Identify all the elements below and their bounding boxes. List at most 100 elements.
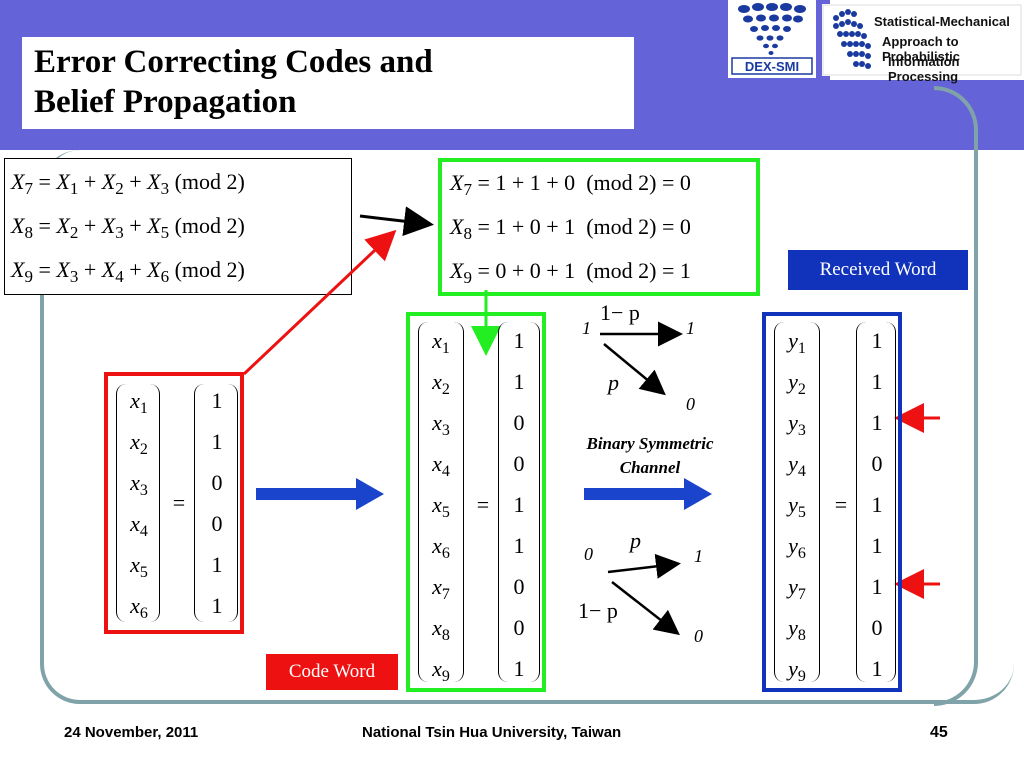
- received-var-2: y2: [788, 369, 806, 398]
- bsc-top-flip-prob: p: [608, 370, 619, 395]
- bsc-bot-keep-arrow: [611, 581, 680, 636]
- code-word-label: Code Word: [266, 654, 398, 690]
- bsc-bottom-output-1: 1: [694, 546, 703, 566]
- bsc-bot-flip-arrow: [607, 553, 681, 579]
- source-var-5: x5: [130, 552, 148, 581]
- code-val-6: 1: [513, 533, 525, 558]
- blue-arrow-left: [256, 478, 384, 510]
- received-var-7: y7: [788, 574, 806, 603]
- footer-date: 24 November, 2011: [64, 724, 199, 741]
- code-right-paren-open: [498, 322, 508, 682]
- code-vector-box: = x1 x2 x3 x4 x5 x6 x7 x8 x9 1 1 0 0 1 1…: [406, 312, 546, 692]
- bsc-top-keep-prob: 1− p: [600, 300, 640, 325]
- received-val-9: 1: [871, 656, 883, 681]
- parity-eq-1: X7 = X1 + X2 + X3 (mod 2): [11, 169, 245, 198]
- red-diagonal-arrow: [242, 229, 397, 376]
- parity-value-3: X9 = 0 + 0 + 1 (mod 2) = 1: [450, 258, 691, 287]
- received-val-2: 1: [871, 369, 883, 394]
- source-val-2: 1: [211, 429, 223, 454]
- received-vector-box: = y1 y2 y3 y4 y5 y6 y7 y8 y9 1 1 1 0 1 1…: [762, 312, 902, 692]
- smapip-logo-line-1: Statistical-Mechanical: [874, 14, 1010, 29]
- source-right-paren-open: [194, 384, 204, 622]
- received-val-4: 0: [871, 451, 883, 476]
- received-right-paren-close: [886, 322, 896, 682]
- smapip-logo-line-3: Information Processing: [888, 54, 960, 84]
- smapip-logo-icon: [822, 4, 1022, 76]
- received-var-8: y8: [788, 615, 806, 644]
- received-left-paren-close: [810, 322, 820, 682]
- received-right-paren-open: [856, 322, 866, 682]
- bsc-bottom-keep-prob: 1− p: [578, 598, 618, 623]
- footer-university: National Tsin Hua University, Taiwan: [362, 724, 622, 741]
- code-val-5: 1: [513, 492, 525, 517]
- parity-equations-box: X7 = X1 + X2 + X3 (mod 2) X8 = X2 + X3 +…: [4, 158, 352, 295]
- title-line-2: Belief Propagation: [34, 84, 297, 120]
- smapip-logo: Statistical-Mechanical Approach to Proba…: [822, 4, 1022, 84]
- blue-arrow-right: [584, 478, 712, 510]
- slide-title: Error Correcting Codes and Belief Propag…: [34, 42, 624, 122]
- received-val-6: 1: [871, 533, 883, 558]
- code-var-1: x1: [432, 328, 450, 357]
- code-left-paren-close: [454, 322, 464, 682]
- code-var-4: x4: [432, 451, 450, 480]
- source-var-6: x6: [130, 593, 148, 622]
- bsc-top-input: 1: [582, 318, 591, 338]
- code-var-9: x9: [432, 656, 450, 685]
- source-val-3: 0: [211, 470, 223, 495]
- received-var-3: y3: [788, 410, 806, 439]
- received-var-4: y4: [788, 451, 806, 480]
- code-var-6: x6: [432, 533, 450, 562]
- footer-page-number: 45: [930, 724, 948, 741]
- source-val-4: 0: [211, 511, 223, 536]
- source-var-2: x2: [130, 429, 148, 458]
- code-var-3: x3: [432, 410, 450, 439]
- source-val-6: 1: [211, 593, 223, 618]
- code-var-2: x2: [432, 369, 450, 398]
- code-right-paren-close: [530, 322, 540, 682]
- parity-value-2: X8 = 1 + 0 + 1 (mod 2) = 0: [450, 214, 691, 243]
- smapip-logo-line-2: Approach to Probabilistic: [882, 34, 961, 64]
- received-var-1: y1: [788, 328, 806, 357]
- bsc-label: Binary Symmetric Channel: [560, 432, 740, 480]
- received-word-label: Received Word: [788, 250, 968, 290]
- bsc-bottom-flip-prob: p: [630, 528, 641, 553]
- title-line-1: Error Correcting Codes and: [34, 44, 433, 80]
- code-var-7: x7: [432, 574, 450, 603]
- code-val-9: 1: [513, 656, 525, 681]
- code-val-2: 1: [513, 369, 525, 394]
- dex-smi-logo-icon: [731, 3, 813, 75]
- dex-smi-logo-text: DEX-SMI: [744, 59, 800, 74]
- bsc-top-output-0: 0: [686, 394, 695, 414]
- received-val-8: 0: [871, 615, 883, 640]
- code-val-7: 0: [513, 574, 525, 599]
- black-right-arrow: [359, 206, 434, 237]
- code-val-4: 0: [513, 451, 525, 476]
- source-vector-box: = x1 x2 x3 x4 x5 x6 1 1 0 0 1 1: [104, 372, 244, 634]
- code-val-8: 0: [513, 615, 525, 640]
- parity-value-1: X7 = 1 + 1 + 0 (mod 2) = 0: [450, 170, 691, 199]
- code-var-8: x8: [432, 615, 450, 644]
- received-val-1: 1: [871, 328, 883, 353]
- bsc-bottom-output-0: 0: [694, 626, 703, 646]
- code-left-paren-open: [418, 322, 428, 682]
- received-equals: =: [834, 492, 848, 517]
- received-var-9: y9: [788, 656, 806, 685]
- parity-eq-2: X8 = X2 + X3 + X5 (mod 2): [11, 213, 245, 242]
- parity-eq-3: X9 = X3 + X4 + X6 (mod 2): [11, 257, 245, 286]
- source-val-5: 1: [211, 552, 223, 577]
- source-left-paren-close: [150, 384, 160, 622]
- bsc-bottom-input: 0: [584, 544, 593, 564]
- title-box: [22, 37, 634, 129]
- code-val-3: 0: [513, 410, 525, 435]
- source-left-paren-open: [116, 384, 126, 622]
- source-var-1: x1: [130, 388, 148, 417]
- bsc-label-line-1: Binary Symmetric: [586, 434, 714, 453]
- source-val-1: 1: [211, 388, 223, 413]
- received-var-6: y6: [788, 533, 806, 562]
- source-right-paren-close: [228, 384, 238, 622]
- received-val-3: 1: [871, 410, 883, 435]
- received-left-paren-open: [774, 322, 784, 682]
- received-var-5: y5: [788, 492, 806, 521]
- source-var-4: x4: [130, 511, 148, 540]
